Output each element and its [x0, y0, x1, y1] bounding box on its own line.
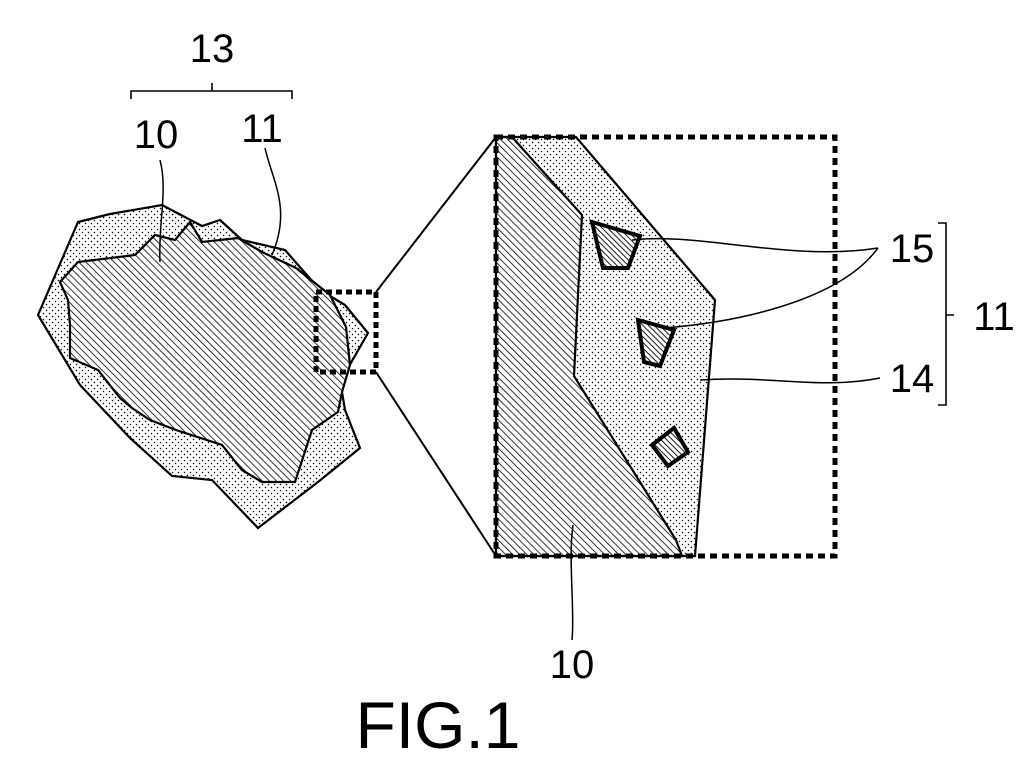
zoom-connector-lines — [376, 137, 496, 556]
coating-bracket — [938, 223, 954, 405]
label-coating-layer-left: 11 — [241, 107, 283, 151]
label-coating-layer-right: 11 — [973, 295, 1015, 339]
figure-caption: FIG.1 — [355, 688, 520, 762]
enlarged-view — [496, 137, 835, 556]
label-matrix: 14 — [890, 357, 935, 401]
label-core-particle-bottom: 10 — [550, 643, 595, 687]
label-inclusion: 15 — [890, 227, 935, 271]
label-core-particle-left: 10 — [134, 113, 179, 157]
leader-coating-left — [265, 148, 281, 255]
label-composite-particle: 13 — [190, 27, 235, 71]
leader-matrix — [700, 378, 880, 383]
composite-bracket — [131, 83, 292, 99]
